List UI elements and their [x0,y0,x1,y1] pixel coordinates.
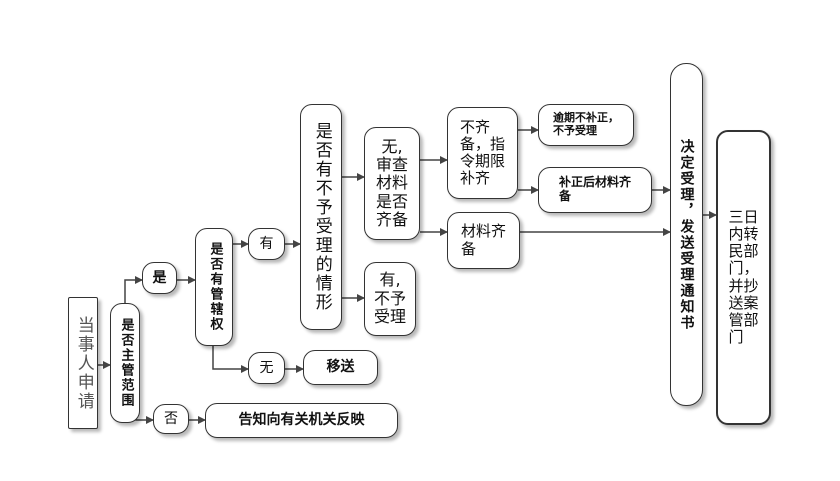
node-after-fix-label: 补正后材料齐 备 [558,175,631,203]
node-yes: 是 [142,262,177,294]
arrow-jurisdiction-none [212,345,249,373]
node-reject-check-label: 是否有不予受理的情形 [311,122,332,312]
node-none-review-label: 无, 审查 材料 是否 齐备 [375,136,408,230]
node-no: 否 [153,404,189,434]
node-scope-label: 是否主管范围 [118,318,134,408]
node-has-reject: 有, 不予 受理 [364,262,416,336]
node-has-label: 有 [259,235,274,252]
node-overdue: 逾期不补正， 不予受理 [538,104,634,146]
node-forward: 三日 内转 民部 门， 并抄 送案 管部 门 [716,130,771,425]
node-none: 无 [248,352,285,384]
node-no-label: 否 [164,410,178,427]
node-overdue-label: 逾期不补正， 不予受理 [553,111,619,137]
node-jurisdiction: 是否有管辖权 [195,228,233,346]
node-accept: 决定受理，发送受理通知书 [670,63,703,406]
node-complete: 材料齐 备 [447,212,520,269]
node-incomplete-label: 不齐 备，指 令期限 补齐 [459,117,505,188]
node-inform-label: 告知向有关机关反映 [238,412,365,429]
node-transfer: 移送 [303,350,378,385]
node-scope: 是否主管范围 [110,303,140,423]
node-inform: 告知向有关机关反映 [205,403,398,438]
node-none-review: 无, 审查 材料 是否 齐备 [364,127,420,240]
node-jurisdiction-label: 是否有管辖权 [207,242,223,332]
node-complete-label: 材料齐 备 [460,222,506,258]
node-has: 有 [248,228,285,260]
node-none-label: 无 [259,359,274,376]
node-accept-label: 决定受理，发送受理通知书 [678,138,695,331]
node-incomplete: 不齐 备，指 令期限 补齐 [447,107,518,199]
node-transfer-label: 移送 [326,359,355,376]
node-applicant-label: 当事人申请 [73,315,94,411]
node-after-fix: 补正后材料齐 备 [538,167,652,213]
node-yes-label: 是 [152,269,167,286]
node-applicant: 当事人申请 [68,297,98,429]
arrow-scope-yes [124,276,143,305]
node-has-reject-label: 有, 不予 受理 [373,270,406,327]
node-reject-check: 是否有不予受理的情形 [300,104,342,330]
node-forward-label: 三日 内转 民部 门， 并抄 送案 管部 门 [728,207,759,347]
